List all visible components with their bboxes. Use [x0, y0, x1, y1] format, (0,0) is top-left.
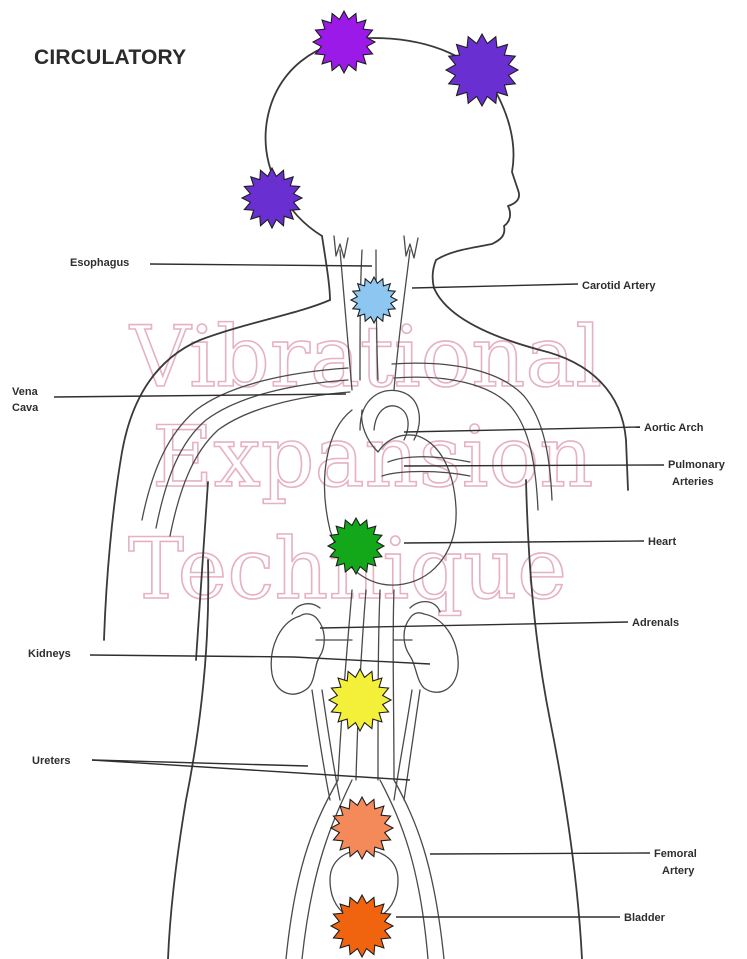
label-femoral-artery-line2: Artery	[662, 865, 695, 877]
leader-esophagus	[150, 264, 372, 266]
neck-vessel	[404, 236, 418, 258]
chakra-sacral-marker	[331, 797, 393, 859]
leader-carotid	[412, 284, 578, 288]
label-vena-cava-line1: Vena	[12, 386, 39, 398]
iliac-left	[286, 780, 338, 959]
diagram-title: CIRCULATORY	[34, 46, 186, 69]
ureter-right	[404, 690, 420, 800]
label-ureters: Ureters	[32, 755, 71, 767]
kidney-left	[271, 614, 324, 694]
leader-ureters-2	[92, 760, 410, 780]
leader-adrenals	[320, 622, 628, 628]
kidney-right	[404, 613, 458, 692]
label-pulmonary-arteries-line2: Arteries	[672, 476, 714, 488]
label-carotid-artery: Carotid Artery	[582, 280, 656, 292]
label-vena-cava-line2: Cava	[12, 402, 39, 414]
leader-ureters-1	[92, 760, 308, 766]
ureter-left	[312, 690, 330, 800]
leader-femoral	[430, 853, 650, 854]
ureter-right	[394, 690, 412, 800]
chakra-root-marker	[331, 895, 393, 957]
iliac-right	[380, 780, 428, 959]
vena-cava-lower	[393, 590, 394, 780]
chakra-crown-right-marker	[446, 34, 518, 106]
label-heart: Heart	[648, 536, 676, 548]
left-torso-side	[168, 560, 208, 959]
label-esophagus: Esophagus	[70, 257, 129, 269]
label-pulmonary-arteries-line1: Pulmonary	[668, 459, 726, 471]
label-adrenals: Adrenals	[632, 617, 679, 629]
chakra-throat-marker	[351, 277, 397, 323]
chakra-solar-plexus-marker	[329, 669, 391, 731]
label-aortic-arch: Aortic Arch	[644, 422, 704, 434]
leader-kidneys-2	[294, 657, 430, 664]
leader-kidneys	[90, 655, 294, 657]
label-femoral-artery-line1: Femoral	[654, 848, 697, 860]
chakra-heart-marker	[328, 518, 384, 574]
chakra-third-eye-marker	[242, 168, 302, 228]
iliac-right	[394, 780, 444, 959]
chakra-crown-top-marker	[313, 11, 375, 73]
neck-left	[322, 236, 330, 300]
label-bladder: Bladder	[624, 912, 666, 924]
label-kidneys: Kidneys	[28, 648, 71, 660]
watermark-line-1: Vibrational	[129, 308, 602, 406]
